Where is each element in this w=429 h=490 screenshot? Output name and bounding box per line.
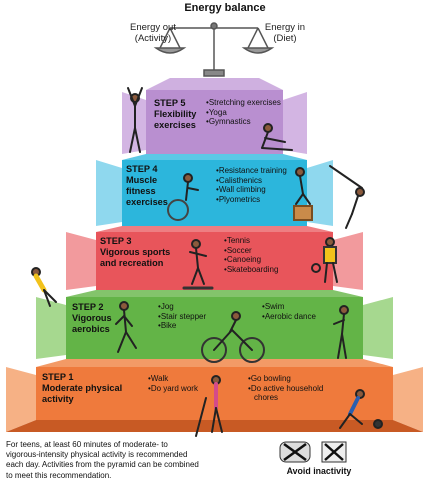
climber-icon	[329, 165, 365, 229]
step3-top	[96, 226, 333, 232]
dancer-icon	[333, 305, 349, 359]
step1-top	[36, 359, 393, 367]
step2-top	[66, 290, 363, 297]
tennis-player-icon	[311, 237, 338, 283]
avoid-inactivity-label: Avoid inactivity	[286, 466, 352, 476]
recommendation-note: For teens, at least 60 minutes of modera…	[6, 440, 199, 480]
step4-activities: Resistance trainingCalisthenicsWall clim…	[216, 166, 287, 204]
step2-activities: JogStair stepperBike	[158, 302, 206, 331]
step4-side-right	[307, 160, 333, 226]
step1-bottom	[6, 420, 423, 432]
diagram-title: Energy balance	[184, 2, 266, 14]
step5-side-right	[283, 92, 307, 154]
step1-side-right	[393, 367, 423, 432]
step4-side-left	[96, 160, 122, 226]
step5-top	[146, 78, 283, 90]
avoid-gamepad-icon	[279, 441, 311, 463]
cyclist-icon	[201, 311, 265, 363]
step4-top	[122, 154, 307, 160]
step1-activities: WalkDo yard work	[148, 374, 198, 393]
stretching-person-icon	[127, 87, 143, 153]
step3-band	[96, 232, 333, 290]
plyometrics-person-icon	[293, 167, 313, 221]
step3-side-right	[333, 232, 363, 290]
step3-activities: TennisSoccerCanoeingSkateboarding	[224, 236, 279, 274]
jogger-icon	[115, 301, 137, 353]
wheelchair-person-icon	[167, 173, 199, 221]
step3-side-left	[66, 232, 96, 290]
soccer-player-icon	[31, 267, 57, 307]
step2-side-left	[36, 297, 66, 359]
bowler-icon	[339, 389, 383, 429]
skateboarder-icon	[182, 239, 214, 290]
energy-in-label: Energy in(Diet)	[264, 22, 306, 44]
energy-out-label: Energy out(Activity)	[130, 22, 176, 44]
avoid-tv-icon	[321, 441, 347, 463]
balance-scale-icon	[153, 22, 275, 77]
step1-side-left	[6, 367, 36, 432]
step2-side-right	[363, 297, 393, 359]
yard-work-person-icon	[195, 375, 223, 437]
step5-activities: Stretching exercisesYogaGymnastics	[206, 98, 281, 127]
step2-activities-right: SwimAerobic dance	[262, 302, 316, 321]
